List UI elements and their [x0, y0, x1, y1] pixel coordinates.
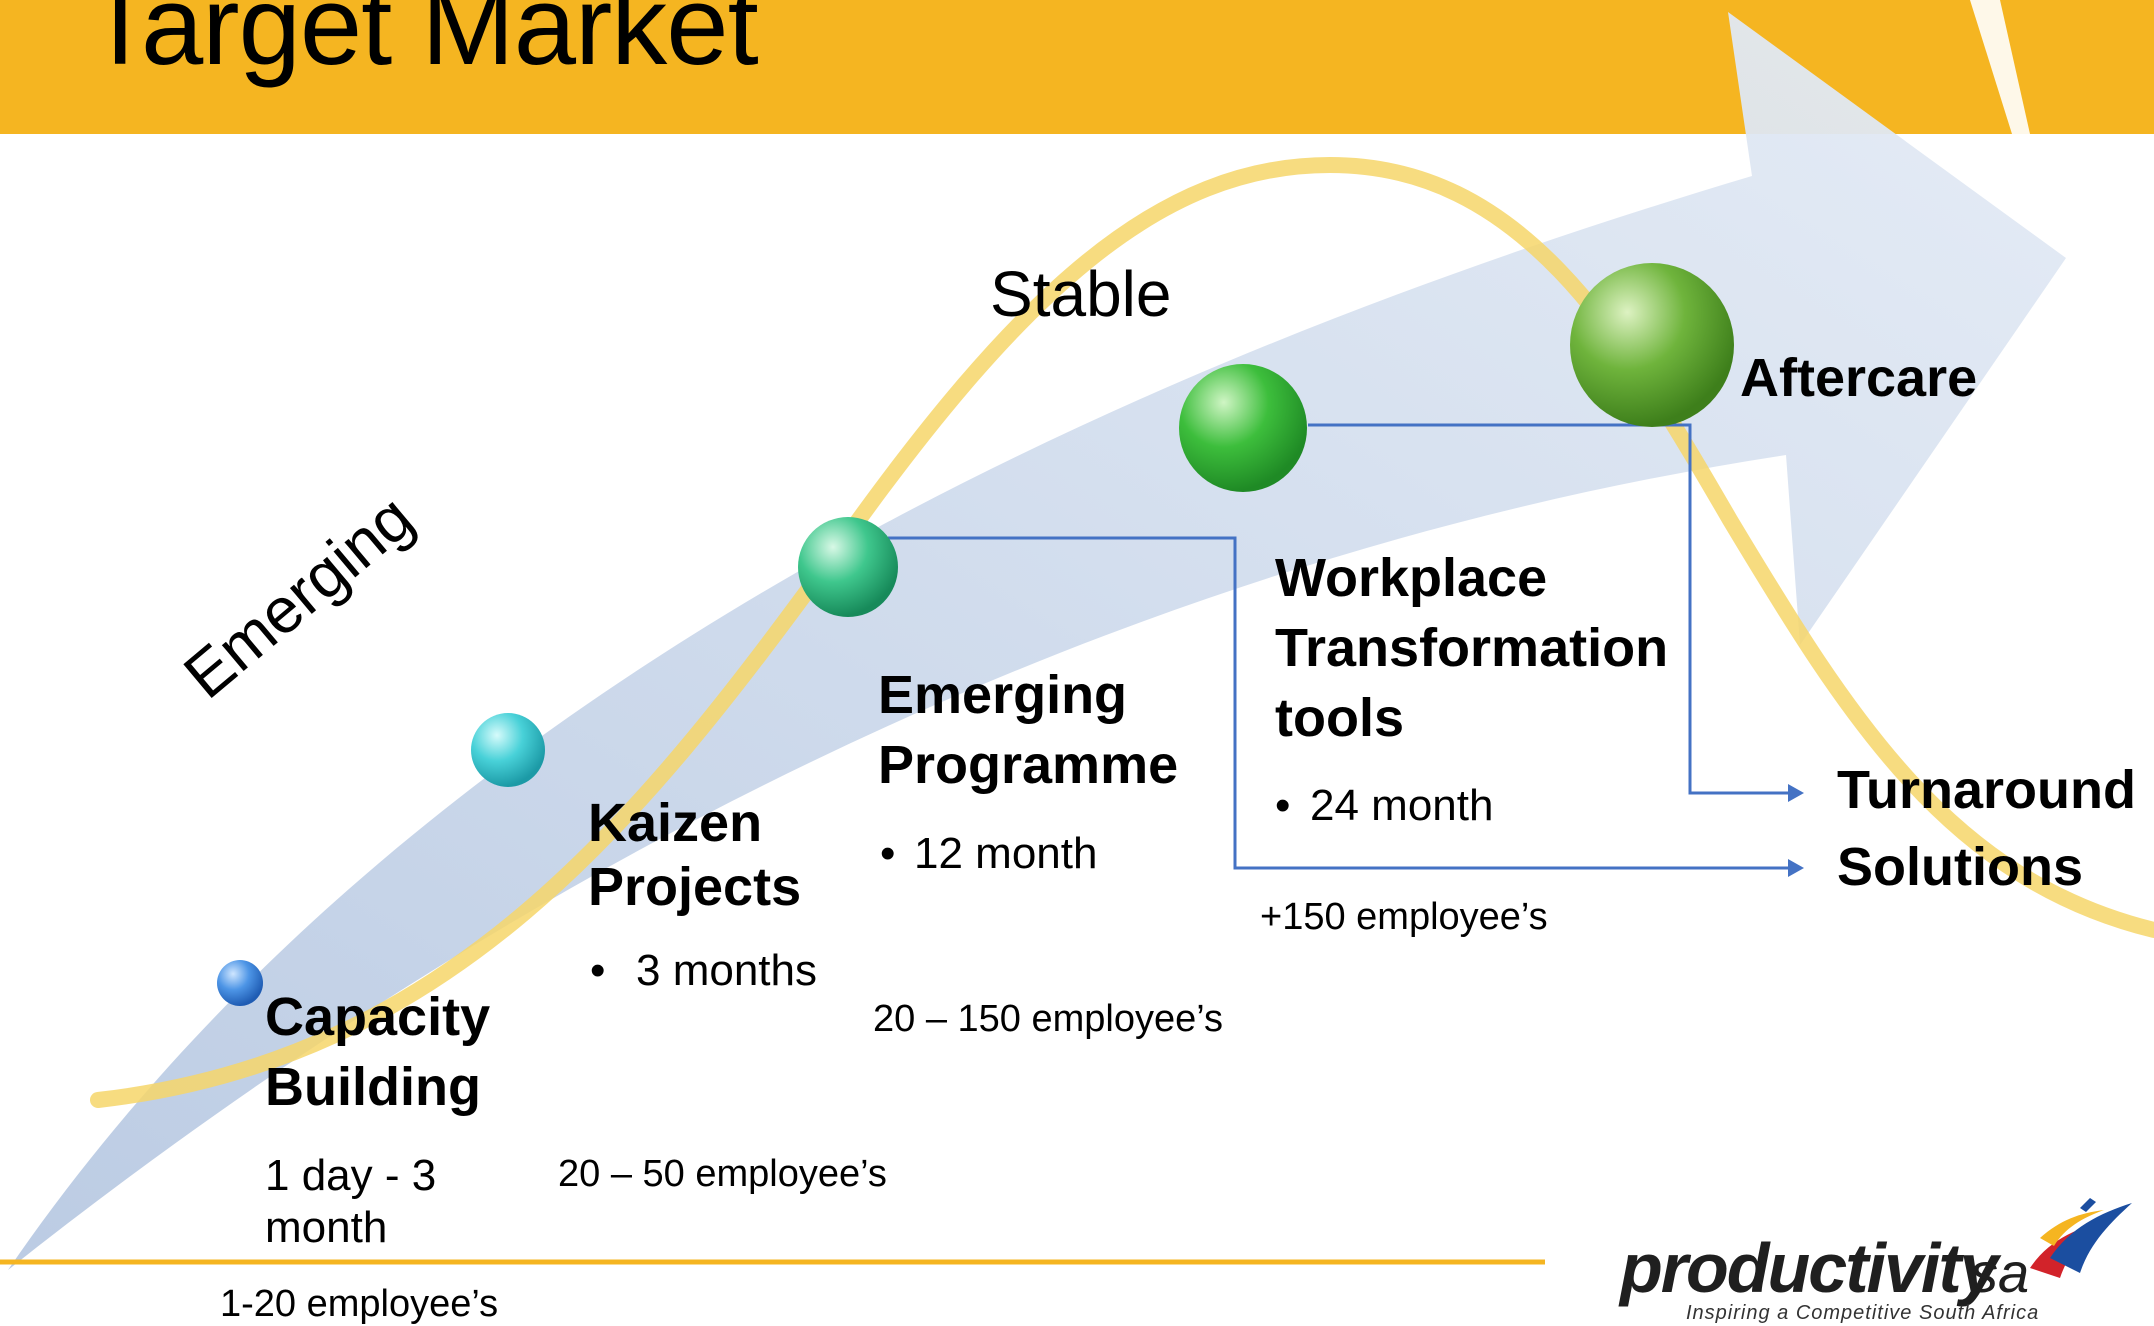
step-1-employees: 1-20 employee’s	[220, 1283, 499, 1325]
productivity-sa-logo: productivity sa Inspiring a Competitive …	[1620, 1198, 2140, 1326]
outcome-title-line-1: Turnaround	[1837, 760, 2136, 820]
step-4-employees: +150 employee’s	[1260, 896, 1548, 938]
bell-curve	[90, 156, 2154, 1108]
step-3-duration: 12 month	[914, 829, 1098, 878]
connector-line-upper	[1308, 423, 1790, 795]
logo-suffix: sa	[1970, 1241, 2030, 1304]
step-4-bullet: •	[1275, 781, 1291, 830]
step-4-title-line-1: Workplace	[1275, 548, 1548, 608]
outcome-title-line-2: Solutions	[1837, 837, 2083, 897]
connector-arrowhead-lower	[1788, 859, 1804, 877]
milestone-sphere-2	[471, 713, 545, 787]
step-2-bullet: •	[590, 946, 606, 995]
connector-arrowhead-upper	[1788, 784, 1804, 802]
milestone-sphere-1	[217, 960, 263, 1006]
step-1-duration-line-1: 1 day - 3	[265, 1151, 437, 1200]
step-2-title-line-1: Kaizen	[588, 793, 763, 853]
step-1-duration-line-2: month	[265, 1203, 388, 1252]
step-5-title: Aftercare	[1740, 348, 1978, 408]
step-3-title-line-1: Emerging	[878, 665, 1128, 725]
step-2-duration: 3 months	[636, 946, 817, 995]
logo-tagline: Inspiring a Competitive South Africa	[1686, 1302, 2040, 1324]
step-1-title-line-1: Capacity	[265, 987, 491, 1047]
step-3-title-line-2: Programme	[878, 735, 1179, 795]
step-2-employees: 20 – 50 employee’s	[558, 1153, 887, 1195]
logo-wordmark: productivity	[1620, 1229, 1999, 1307]
step-2-title-line-2: Projects	[588, 857, 802, 917]
milestone-sphere-4	[1179, 364, 1307, 492]
step-4-title-line-2: Transformation	[1275, 618, 1669, 678]
step-4-title-line-3: tools	[1275, 688, 1404, 748]
step-3-bullet: •	[880, 829, 896, 878]
step-1-title-line-2: Building	[265, 1057, 481, 1117]
connector-line-lower	[888, 536, 1790, 870]
milestone-sphere-3	[798, 517, 898, 617]
header-accent	[1970, 0, 2030, 134]
milestone-sphere-5	[1570, 263, 1734, 427]
step-3-employees: 20 – 150 employee’s	[873, 998, 1223, 1040]
stage-label-stable: Stable	[990, 258, 1172, 330]
step-4-duration: 24 month	[1310, 781, 1494, 830]
page-title: Target Market	[86, 0, 759, 88]
growth-arrow	[8, 12, 2066, 1270]
logo-swoosh-icon	[2030, 1198, 2132, 1278]
